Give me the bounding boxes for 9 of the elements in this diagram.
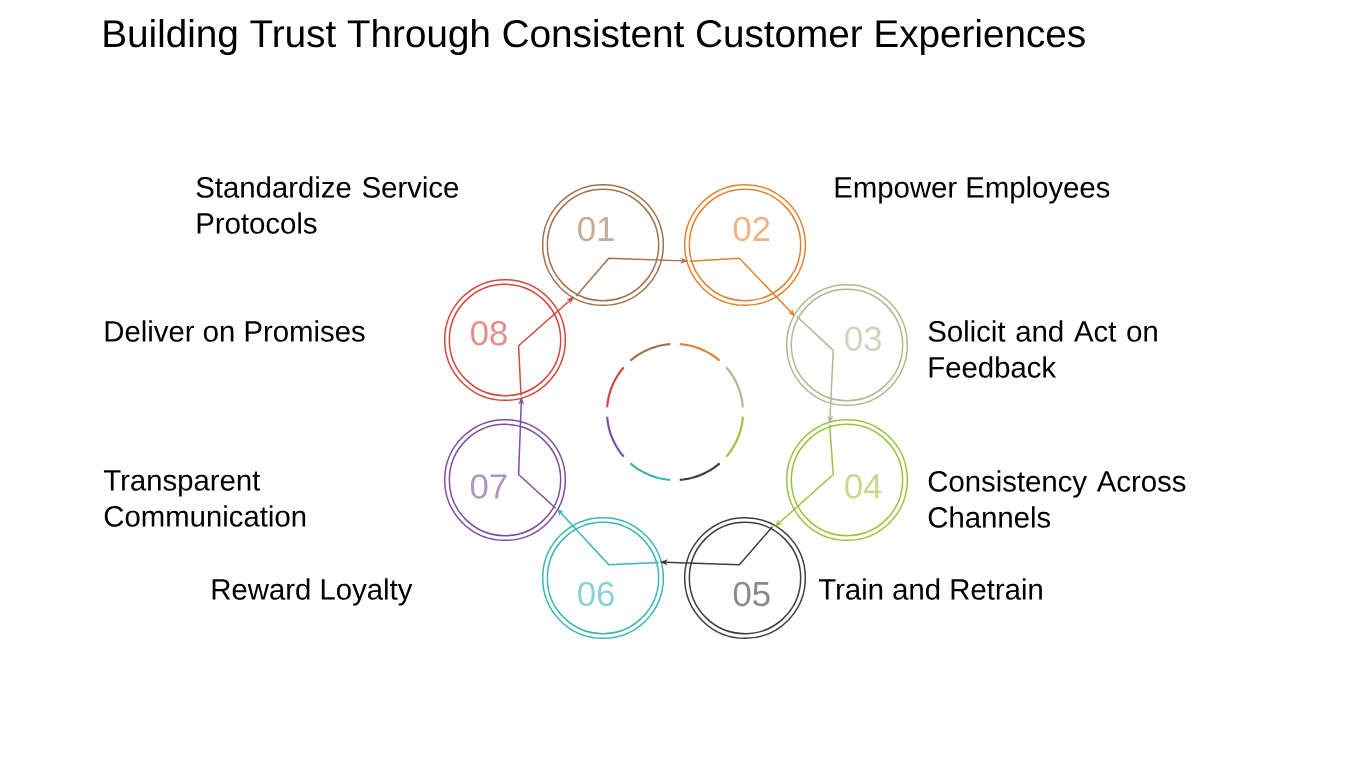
step-label: Empower Employees xyxy=(835,176,1110,204)
step-label: Reward Loyalty xyxy=(212,578,413,606)
title: Building Trust Through Consistent Customer Experiences xyxy=(104,18,1085,55)
step-label: Solicit and Act on Feedback xyxy=(928,320,1157,378)
step-label: Train and Retrain xyxy=(818,578,1042,600)
step-label: Transparent Communication xyxy=(103,470,306,527)
step-label: Deliver on Promises xyxy=(105,320,365,342)
step-label: Consistency Across Channels xyxy=(928,470,1186,528)
step-label: Standardize Service Protocols xyxy=(196,176,459,234)
